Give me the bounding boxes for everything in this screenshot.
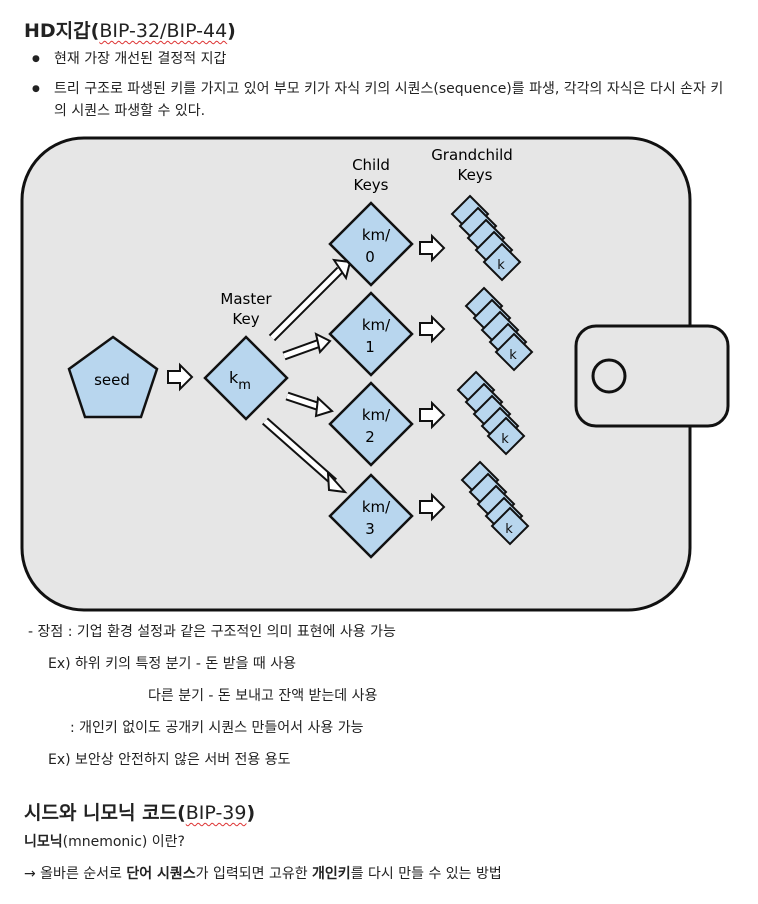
grandchild-label-line1: Grandchild xyxy=(431,146,513,164)
master-key-label: km xyxy=(229,368,251,393)
arrow-icon xyxy=(419,314,446,344)
answer-bold: 단어 시퀀스 xyxy=(126,866,196,882)
bullet-list: 현재 가장 개선된 결정적 지갑 트리 구조로 파생된 키를 가지고 있어 부모… xyxy=(28,48,728,130)
child-key-3: km/ 3 xyxy=(328,473,414,559)
child-label-line2: Keys xyxy=(353,176,388,194)
note-line: Ex) 보안상 안전하지 않은 서버 전용 용도 xyxy=(48,752,291,768)
child-key-2: km/ 2 xyxy=(328,381,414,467)
wallet-button-icon xyxy=(591,358,627,394)
svg-text:km/: km/ xyxy=(362,316,391,334)
section-title-seed-mnemonic: 시드와 니모닉 코드(BIP-39) xyxy=(24,798,255,825)
seed-pentagon xyxy=(67,335,159,419)
seed-label: seed xyxy=(94,371,130,389)
seed-arrow-icon xyxy=(167,362,194,392)
mnemonic-question: 니모닉(mnemonic) 이란? xyxy=(24,832,185,852)
svg-text:k: k xyxy=(509,348,517,363)
svg-text:0: 0 xyxy=(365,248,375,266)
grandchild-label-line2: Keys xyxy=(457,166,492,184)
svg-text:k: k xyxy=(501,432,509,447)
master-to-child-arrows xyxy=(262,258,352,494)
title-prefix: HD지갑( xyxy=(24,20,100,42)
svg-text:2: 2 xyxy=(365,428,375,446)
title-suffix: ) xyxy=(246,802,256,824)
title-prefix: 시드와 니모닉 코드( xyxy=(24,802,186,824)
section-title-hd-wallet: HD지갑(BIP-32/BIP-44) xyxy=(24,16,236,43)
svg-text:km/: km/ xyxy=(362,498,391,516)
master-key-diamond xyxy=(203,335,289,421)
answer-text: 를 다시 만들 수 있는 방법 xyxy=(350,866,502,882)
note-line: 다른 분기 - 돈 보내고 잔액 받는데 사용 xyxy=(148,688,378,704)
arrow-icon xyxy=(419,233,446,263)
master-label-line1: Master xyxy=(220,290,272,308)
master-label-line2: Key xyxy=(232,310,259,328)
svg-text:km/: km/ xyxy=(362,406,391,424)
svg-text:3: 3 xyxy=(365,520,375,538)
grandchild-stack-3: k xyxy=(460,460,530,546)
note-line: - 장점 : 기업 환경 설정과 같은 구조적인 의미 표현에 사용 가능 xyxy=(28,624,396,640)
hd-wallet-diagram: seed km Master Key Child Keys Grandchild… xyxy=(20,136,730,612)
wallet-clasp xyxy=(574,324,730,428)
grandchild-stack-0: k xyxy=(450,194,522,282)
grandchild-stack-2: k xyxy=(456,370,526,456)
title-ref: BIP-32/BIP-44 xyxy=(99,20,228,42)
list-item: 트리 구조로 파생된 키를 가지고 있어 부모 키가 자식 키의 시퀀스(seq… xyxy=(28,78,728,122)
svg-text:km/: km/ xyxy=(362,226,391,244)
answer-text: → 올바른 순서로 xyxy=(24,866,127,882)
mnemonic-answer: → 올바른 순서로 단어 시퀀스가 입력되면 고유한 개인키를 다시 만들 수 … xyxy=(24,864,502,884)
child-key-0: km/ 0 xyxy=(328,201,414,287)
svg-text:k: k xyxy=(497,258,505,273)
note-line: Ex) 하위 키의 특정 분기 - 돈 받을 때 사용 xyxy=(48,656,297,672)
answer-bold: 개인키 xyxy=(312,866,351,882)
child-key-1: km/ 1 xyxy=(328,291,414,377)
title-ref: BIP-39 xyxy=(185,802,247,824)
list-item: 현재 가장 개선된 결정적 지갑 xyxy=(28,48,728,70)
arrow-icon xyxy=(419,492,446,522)
svg-text:1: 1 xyxy=(365,338,375,356)
question-rest: (mnemonic) 이란? xyxy=(62,834,185,850)
answer-text: 가 입력되면 고유한 xyxy=(195,866,313,882)
child-label-line1: Child xyxy=(352,156,390,174)
grandchild-stack-1: k xyxy=(464,286,534,372)
question-bold: 니모닉 xyxy=(24,834,63,850)
title-suffix: ) xyxy=(227,20,236,42)
arrow-icon xyxy=(419,400,446,430)
note-line: : 개인키 없이도 공개키 시퀀스 만들어서 사용 가능 xyxy=(70,720,364,736)
svg-text:k: k xyxy=(505,522,513,537)
